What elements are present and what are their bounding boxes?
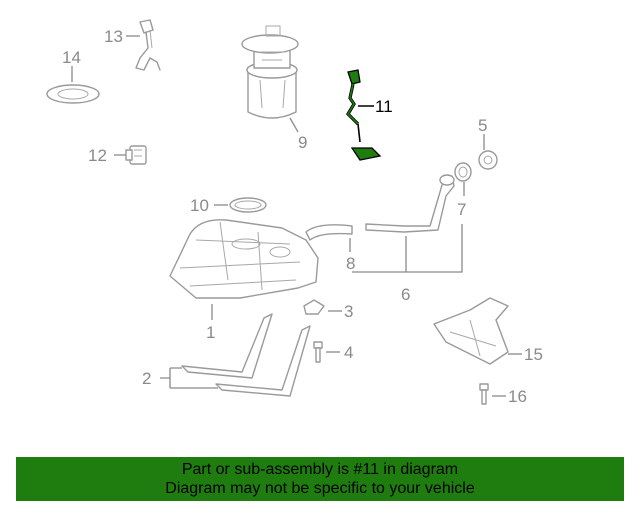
info-banner: Part or sub-assembly is #11 in diagram D…: [16, 457, 624, 501]
part-2-tank-straps: [181, 313, 311, 397]
part-15-shield: [433, 297, 509, 365]
leader-2: [160, 367, 218, 389]
callout-2: 2: [142, 369, 151, 388]
part-7-seal: [454, 162, 472, 182]
part-10-o-ring: [229, 197, 267, 213]
part-8-hose: [305, 224, 353, 241]
part-4-bolt: [313, 341, 323, 363]
part-11-fuel-level-sender: [345, 69, 382, 161]
callout-11: 11: [375, 97, 393, 116]
callout-14: 14: [62, 48, 81, 67]
callout-13: 13: [104, 27, 123, 46]
callout-16: 16: [508, 387, 527, 406]
part-14-gasket: [46, 84, 100, 104]
part-3-bracket: [303, 299, 325, 315]
callout-1: 1: [206, 323, 215, 342]
part-1-fuel-tank: [169, 219, 319, 299]
banner-line-1: Part or sub-assembly is #11 in diagram: [181, 461, 459, 478]
part-9-pump-module: [241, 25, 299, 119]
part-5-cap: [478, 150, 498, 170]
callout-9: 9: [298, 133, 307, 152]
leader-6-bracket: [352, 224, 463, 273]
callout-4: 4: [344, 343, 353, 362]
callout-7: 7: [457, 200, 466, 219]
banner-line-2: Diagram may not be specific to your vehi…: [165, 480, 475, 497]
part-16-bolt: [479, 383, 489, 405]
callout-10: 10: [190, 196, 209, 215]
leader-9: [289, 117, 299, 133]
callout-8: 8: [346, 254, 355, 273]
callout-3: 3: [344, 302, 353, 321]
part-13-sender: [135, 19, 161, 71]
callout-5: 5: [478, 116, 487, 135]
callout-6: 6: [401, 285, 410, 304]
callout-12: 12: [88, 146, 107, 165]
callout-15: 15: [524, 345, 543, 364]
part-12-connector: [125, 145, 147, 165]
part-6-filler-pipe: [365, 174, 455, 233]
